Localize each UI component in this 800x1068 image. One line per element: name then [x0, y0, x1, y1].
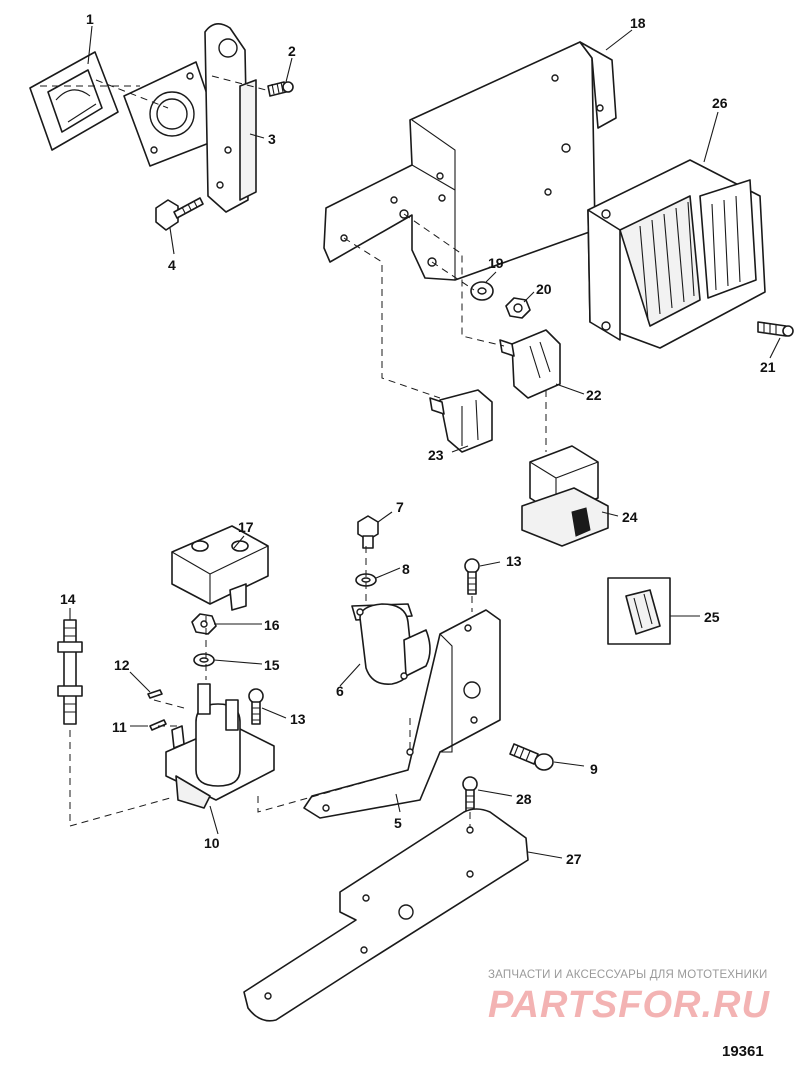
leader-lines [69, 25, 781, 859]
callout-22: 22 [586, 387, 602, 403]
callout-3: 3 [268, 131, 276, 147]
callout-11: 11 [112, 719, 127, 735]
part-17-terminal-block [171, 525, 269, 611]
part-21-screw [757, 321, 794, 337]
callout-28: 28 [516, 791, 532, 807]
part-14-stud [57, 619, 83, 725]
callout-25: 25 [704, 609, 720, 625]
part-1-gasket [29, 51, 119, 151]
callout-13-lower: 13 [290, 711, 306, 727]
part-13-screw-lower [248, 688, 264, 725]
part-2-screw [267, 81, 294, 97]
part-11-pin [149, 719, 167, 731]
part-15-washer [193, 653, 215, 667]
callout-27: 27 [566, 851, 582, 867]
part-24-relay [521, 445, 609, 547]
callout-13-upper: 13 [506, 553, 522, 569]
callout-16: 16 [264, 617, 280, 633]
callout-15: 15 [264, 657, 280, 673]
part-9-screw [509, 743, 554, 771]
callout-1: 1 [86, 11, 94, 27]
callout-14: 14 [60, 591, 76, 607]
figure-number: 19361 [722, 1043, 764, 1060]
part-28-screw [462, 776, 478, 813]
part-4-bolt [155, 197, 204, 231]
part-12-pin [147, 689, 163, 699]
part-10-solenoid [165, 683, 275, 809]
callout-19: 19 [488, 255, 504, 271]
callouts: 1 2 3 4 5 6 7 8 9 10 11 12 13 13 14 15 1… [60, 11, 776, 867]
part-27-plate [243, 808, 529, 1022]
part-16-nut [191, 613, 217, 635]
callout-18: 18 [630, 15, 646, 31]
part-5-bracket [303, 609, 501, 819]
part-18-mounting-bracket [323, 41, 617, 281]
callout-8: 8 [402, 561, 410, 577]
callout-2: 2 [288, 43, 296, 59]
callout-5: 5 [394, 815, 402, 831]
callout-9: 9 [590, 761, 598, 777]
callout-24: 24 [622, 509, 638, 525]
part-13-screw-upper [464, 558, 480, 595]
callout-4: 4 [168, 257, 176, 273]
part-7-bolt [357, 515, 379, 549]
part-23-clip [429, 389, 493, 453]
callout-20: 20 [536, 281, 552, 297]
part-25-fuse [607, 577, 671, 645]
part-6-switch [351, 603, 431, 685]
callout-21: 21 [760, 359, 776, 375]
callout-7: 7 [396, 499, 404, 515]
part-3-bracket [204, 23, 257, 213]
part-22-clip [499, 329, 561, 399]
callout-10: 10 [204, 835, 220, 851]
part-26-control-module [587, 159, 766, 349]
callout-23: 23 [428, 447, 444, 463]
callout-12: 12 [114, 657, 130, 673]
assembly-lines [40, 75, 547, 828]
part-20-nut [505, 297, 531, 319]
watermark-logo: PARTSFOR.RU [488, 984, 770, 1026]
part-19-washer [470, 281, 494, 301]
callout-26: 26 [712, 95, 728, 111]
watermark-caption: ЗАПЧАСТИ И АКСЕССУАРЫ ДЛЯ МОТОТЕХНИКИ [488, 969, 768, 981]
callout-17: 17 [238, 519, 254, 535]
callout-6: 6 [336, 683, 344, 699]
